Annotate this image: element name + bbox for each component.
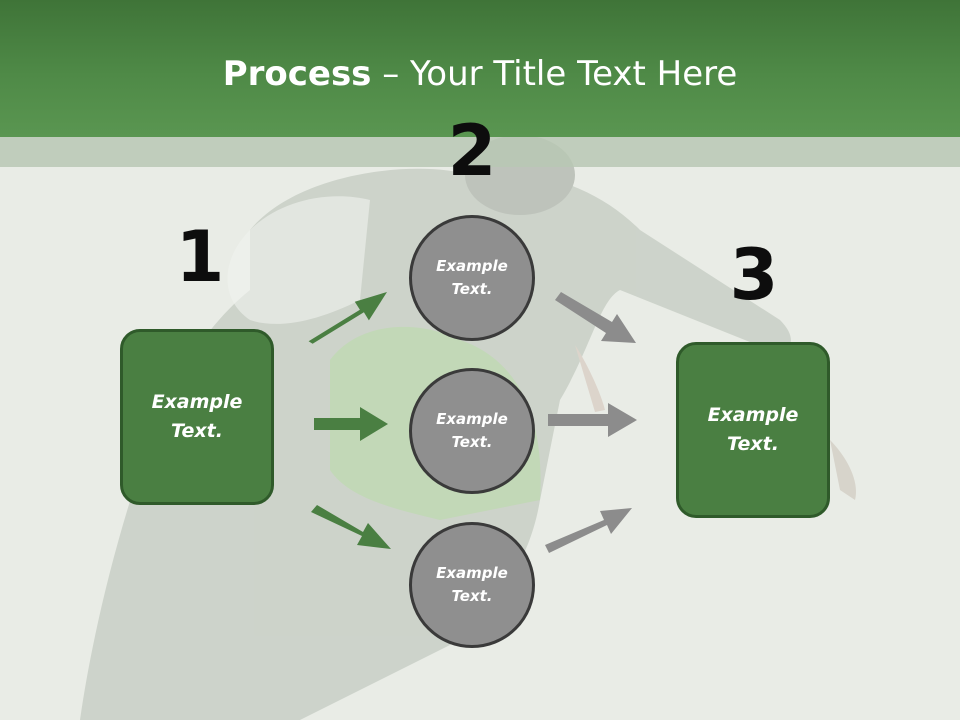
slide-title: Process – Your Title Text Here <box>0 52 960 96</box>
step-number-1: 1 <box>175 216 225 298</box>
title-rest: – Your Title Text Here <box>371 54 738 94</box>
circle-label-middle: Example Text. <box>436 410 508 451</box>
circle-label-bottom: Example Text. <box>436 564 508 605</box>
step-1-label: Example Text. <box>151 391 243 442</box>
header-bar <box>0 0 960 137</box>
circle-label-top: Example Text. <box>436 257 508 298</box>
step-2-circle-bottom[interactable]: Example Text. <box>409 522 535 648</box>
step-1-box[interactable]: Example Text. <box>120 329 274 505</box>
step-2-circle-middle[interactable]: Example Text. <box>409 368 535 494</box>
step-3-label: Example Text. <box>707 404 799 455</box>
title-bold: Process <box>222 54 372 94</box>
step-number-2: 2 <box>447 110 497 192</box>
header-strip <box>0 137 960 167</box>
step-3-box[interactable]: Example Text. <box>676 342 830 518</box>
step-2-circle-top[interactable]: Example Text. <box>409 215 535 341</box>
step-number-3: 3 <box>729 234 779 316</box>
